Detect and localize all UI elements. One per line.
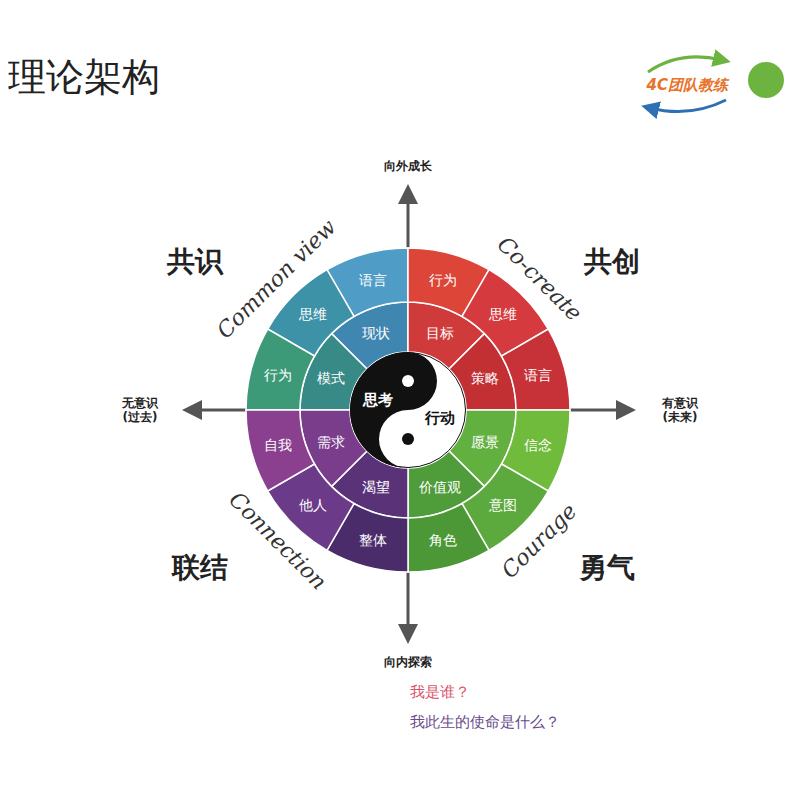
yin-yang-dot [402,433,414,445]
ring-segment-label: 自我 [264,437,292,453]
ring-segment-label: 现状 [362,325,390,341]
center-text: 思考 [363,392,393,409]
ring-segment-label: 价值观 [419,479,461,495]
segment-text: 渴望 [362,479,390,495]
segment-text: 思维 [299,306,327,322]
ring-segment-label: 行为 [429,272,457,288]
segment-text: 价值观 [419,479,461,495]
quadrant-subtitle: Connection [223,487,332,596]
ring-segment-label: 他人 [299,497,327,513]
ring-segment-label: 愿景 [471,434,499,450]
segment-text: 信念 [524,437,552,453]
quadrant-subtitle: Co-create [492,232,587,327]
segment-text: 模式 [317,370,345,386]
segment-text: 意图 [489,497,517,513]
quadrant-title: 共识 [167,245,223,279]
segment-text: 需求 [317,434,345,450]
ring-segment-label: 语言 [524,367,552,383]
arrow-head [398,624,418,644]
ring-segment-label: 行为 [264,367,292,383]
ring-segment-label: 渴望 [362,479,390,495]
yin-yang-outline [351,353,466,468]
ring-segment-label: 思维 [489,306,517,322]
logo-arrow [648,57,722,72]
segment-text: 行为 [264,367,292,383]
quadrant-title: 共创 [584,245,640,279]
arrow-head [182,400,202,420]
yin-yang-center: 行动 思考 [350,352,466,468]
ring-segment [246,410,314,491]
segment-text: 语言 [524,367,552,383]
quadrant-subtitle: Common view [212,214,342,344]
axis-label: 向内探索 [384,655,432,669]
center-text: 行动 [425,410,455,427]
segment-text: 思维 [489,306,517,322]
wheel [246,248,570,572]
page-title: 理论架构 [8,52,160,103]
ring-segment-label: 信念 [524,437,552,453]
segment-text: 策略 [471,370,499,386]
axis-label: 向外成长 [384,159,432,173]
logo-arrow [650,100,726,112]
ring-segment-label: 语言 [359,272,387,288]
yin-yang-dot [402,375,414,387]
quadrant-title: 勇气 [579,551,635,585]
segment-text: 行为 [429,272,457,288]
question-note: 我此生的使命是什么？ [410,713,560,731]
quadrant-title: 联结 [172,551,228,585]
ring-segment-label: 需求 [317,434,345,450]
segment-text: 他人 [299,497,327,513]
arrow-head [616,400,636,420]
arrow-head [398,184,418,204]
ring-segment [246,329,314,410]
yin-half [350,352,437,468]
axis-arrows [182,184,636,644]
logo-circle [748,62,784,98]
ring-segment-label: 思维 [299,306,327,322]
ring-segment [408,504,489,572]
ring-segment-label: 角色 [429,532,457,548]
axis-label: 有意识 (未来) [658,396,702,425]
segment-text: 语言 [359,272,387,288]
question-note: 我是谁？ [410,683,470,701]
ring-segment-label: 意图 [489,497,517,513]
quadrant-subtitle: Courage [496,498,582,584]
ring-segment-label: 整体 [359,532,387,548]
segment-text: 整体 [359,532,387,548]
segment-text: 目标 [426,325,454,341]
segment-text: 角色 [429,532,457,548]
segment-text: 现状 [362,325,390,341]
logo-text: 4C团队教练 [647,76,728,94]
axis-label: 无意识 (过去) [118,396,162,425]
segment-text: 愿景 [471,434,499,450]
ring-segment-label: 策略 [471,370,499,386]
ring-segment-label: 模式 [317,370,345,386]
ring-segment-label: 目标 [426,325,454,341]
ring-segment [502,329,570,410]
segment-text: 自我 [264,437,292,453]
